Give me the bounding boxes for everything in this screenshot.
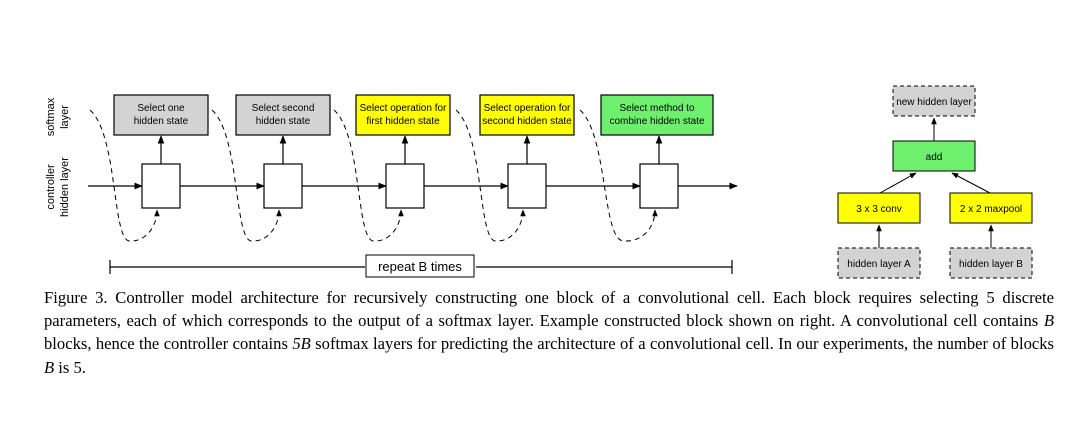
feedback-curve xyxy=(579,109,658,242)
conv-op-label: 3 x 3 conv xyxy=(856,204,902,215)
caption-text-4: is 5. xyxy=(54,357,86,377)
softmax-box xyxy=(600,94,714,136)
new-hidden-layer-box xyxy=(892,85,976,117)
caption-var-5b: 5B xyxy=(292,334,311,354)
row-label-hidden-line2: hidden layer xyxy=(59,157,71,217)
caption-text-1: Figure 3. Controller model architecture … xyxy=(44,288,1054,331)
hidden-layer-b-box xyxy=(949,247,1033,279)
softmax-box-label: hidden state xyxy=(256,116,311,127)
figure-caption: Figure 3. Controller model architecture … xyxy=(44,286,1054,379)
repeat-bracket: repeat B times xyxy=(109,254,733,278)
row-label-hidden-line1: controller xyxy=(45,164,57,210)
hidden-layer-a-label: hidden layer A xyxy=(847,259,911,270)
softmax-box xyxy=(479,94,575,136)
add-label: add xyxy=(926,152,943,163)
controller-cell xyxy=(263,163,303,209)
softmax-box-label: Select one xyxy=(137,103,185,114)
controller-chain: Select one hidden state Select second hidde… xyxy=(88,94,738,242)
controller-cell xyxy=(385,163,425,209)
add-box xyxy=(892,140,976,172)
hidden-layer-b-label: hidden layer B xyxy=(959,259,1023,270)
softmax-box-label: Select operation for xyxy=(360,103,447,114)
controller-cell xyxy=(141,163,181,209)
softmax-box-label: Select second xyxy=(252,103,315,114)
softmax-box xyxy=(235,94,331,136)
example-block: new hidden layer add 3 x 3 conv 2 x 2 ma… xyxy=(837,85,1033,279)
controller-diagram: softmax layer controller hidden layer Se… xyxy=(45,85,1033,279)
controller-cell xyxy=(639,163,679,209)
controller-cell xyxy=(507,163,547,209)
softmax-box xyxy=(355,94,451,136)
row-label-softmax: softmax layer xyxy=(45,97,71,136)
repeat-label: repeat B times xyxy=(378,259,462,274)
softmax-box-label: Select operation for xyxy=(484,103,571,114)
row-label-hidden: controller hidden layer xyxy=(45,157,71,217)
row-label-softmax-line1: softmax xyxy=(45,97,57,136)
softmax-box-label: combine hidden state xyxy=(609,116,705,127)
caption-var-b: B xyxy=(1043,311,1054,331)
new-hidden-layer-label: new hidden layer xyxy=(896,97,972,108)
caption-text-2: blocks, hence the controller contains xyxy=(44,334,293,354)
softmax-box-label: second hidden state xyxy=(482,116,572,127)
row-label-softmax-line2: layer xyxy=(59,105,71,129)
caption-text-3: softmax layers for predicting the archit… xyxy=(310,334,1054,354)
softmax-box-label: hidden state xyxy=(134,116,189,127)
softmax-box-label: first hidden state xyxy=(366,116,440,127)
softmax-box xyxy=(113,94,209,136)
maxpool-op-label: 2 x 2 maxpool xyxy=(960,204,1022,215)
hidden-layer-a-box xyxy=(837,247,921,279)
maxpool-op-box xyxy=(949,192,1033,224)
softmax-box-label: Select method to xyxy=(619,103,694,114)
caption-var-b2: B xyxy=(44,357,55,377)
conv-op-box xyxy=(837,192,921,224)
